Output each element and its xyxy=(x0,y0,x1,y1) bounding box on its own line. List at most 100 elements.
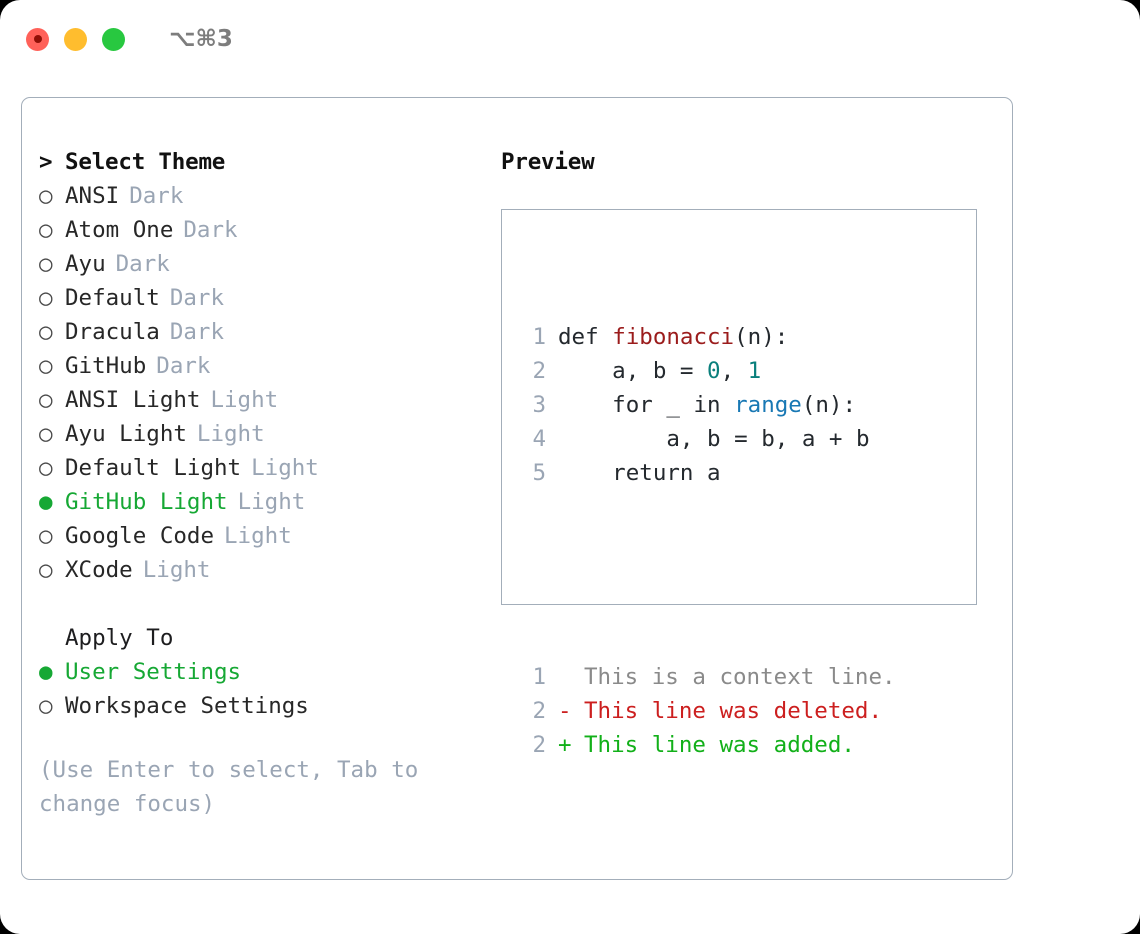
diff-line-text: This is a context line. xyxy=(584,664,896,690)
code-line: 1 def fibonacci(n): xyxy=(516,320,896,354)
code-line-content: a, b = 0, 1 xyxy=(558,354,761,388)
line-number: 2 xyxy=(532,358,546,384)
theme-name-label: Default xyxy=(65,285,160,311)
theme-variant-label: Light xyxy=(224,523,292,549)
theme-list-item[interactable]: ○ Dracula Dark xyxy=(39,319,499,353)
code-token-pl: _ xyxy=(666,392,694,418)
theme-name-label: Dracula xyxy=(65,319,160,345)
code-token-pl: , xyxy=(720,358,748,384)
radio-unselected-icon: ○ xyxy=(39,693,53,719)
radio-unselected-icon: ○ xyxy=(39,353,53,379)
select-theme-header: > Select Theme xyxy=(39,149,499,183)
keyboard-shortcut-label: ⌥⌘3 xyxy=(169,26,233,52)
radio-unselected-icon: ○ xyxy=(39,523,53,549)
theme-name-label: Google Code xyxy=(65,523,215,549)
code-token-num: 0 xyxy=(707,358,721,384)
code-line: 5 return a xyxy=(516,456,896,490)
theme-variant-label: Light xyxy=(210,387,279,413)
apply-to-header: Apply To xyxy=(39,625,499,659)
code-line: 4 a, b = b, a + b xyxy=(516,422,896,456)
apply-to-item[interactable]: ● User Settings xyxy=(39,659,499,693)
radio-unselected-icon: ○ xyxy=(39,421,53,447)
close-button-icon[interactable] xyxy=(26,27,49,51)
theme-variant-label: Dark xyxy=(156,353,211,379)
code-line-content: a, b = b, a + b xyxy=(558,422,870,456)
line-number: 4 xyxy=(532,426,546,452)
minimize-button-icon[interactable] xyxy=(64,27,87,51)
theme-variant-label: Light xyxy=(251,455,319,481)
apply-to-list: ● User Settings ○ Workspace Settings xyxy=(39,659,499,727)
theme-list-item[interactable]: ○ Default Light Light xyxy=(39,455,499,489)
theme-list-item[interactable]: ○ Atom One Dark xyxy=(39,217,499,251)
traffic-lights xyxy=(26,27,125,51)
theme-name-label: ANSI Light xyxy=(65,387,201,413)
diff-block: 1 This is a context line.2-This line was… xyxy=(516,660,896,762)
code-line: 2 a, b = 0, 1 xyxy=(516,354,896,388)
code-token-fn: fibonacci xyxy=(612,324,735,350)
diff-line-text: This line was added. xyxy=(584,732,855,758)
radio-unselected-icon: ○ xyxy=(39,217,53,243)
theme-list-item[interactable]: ○ GitHub Dark xyxy=(39,353,499,387)
radio-unselected-icon: ○ xyxy=(39,285,53,311)
theme-variant-label: Dark xyxy=(169,319,225,345)
apply-to-label: Workspace Settings xyxy=(65,693,309,719)
line-number: 5 xyxy=(532,460,546,486)
code-token-kw: def xyxy=(558,324,613,350)
code-token-pl: a, b = b, a + b xyxy=(558,426,870,452)
code-token-pl: a, b = xyxy=(558,358,708,384)
apply-to-indent xyxy=(39,627,65,650)
apply-to-title: Apply To xyxy=(65,625,174,651)
radio-unselected-icon: ○ xyxy=(39,387,53,413)
theme-variant-label: Dark xyxy=(115,251,170,277)
theme-name-label: Ayu Light xyxy=(65,421,187,447)
diff-line: 1 This is a context line. xyxy=(516,660,896,694)
code-diff-separator xyxy=(516,558,896,592)
line-number: 1 xyxy=(532,324,546,350)
line-number: 1 xyxy=(532,664,546,690)
radio-unselected-icon: ○ xyxy=(39,319,53,345)
code-token-kw: in xyxy=(693,392,735,418)
apply-to-label: User Settings xyxy=(65,659,242,685)
radio-selected-icon: ● xyxy=(39,659,53,685)
theme-name-label: GitHub xyxy=(65,353,147,379)
radio-unselected-icon: ○ xyxy=(39,251,53,277)
theme-list-item[interactable]: ○ ANSI Light Light xyxy=(39,387,499,421)
code-line: 3 for _ in range(n): xyxy=(516,388,896,422)
code-token-pl: (n): xyxy=(734,324,789,350)
theme-variant-label: Dark xyxy=(183,217,238,243)
theme-name-label: Default Light xyxy=(65,455,242,481)
diff-marker-add: + xyxy=(558,732,572,758)
keyboard-hint-text: (Use Enter to select, Tab to change focu… xyxy=(39,757,432,817)
theme-list-item[interactable]: ○ Ayu Dark xyxy=(39,251,499,285)
select-theme-title: Select Theme xyxy=(65,149,226,175)
theme-name-label: Ayu xyxy=(65,251,106,277)
radio-selected-icon: ● xyxy=(39,489,53,515)
code-token-pl: (n): xyxy=(801,392,857,418)
theme-name-label: Atom One xyxy=(65,217,174,243)
radio-unselected-icon: ○ xyxy=(39,455,53,481)
radio-unselected-icon: ○ xyxy=(39,557,53,583)
code-token-kw: return xyxy=(558,460,708,486)
apply-to-item[interactable]: ○ Workspace Settings xyxy=(39,693,499,727)
radio-unselected-icon: ○ xyxy=(39,183,53,209)
title-bar: ⌥⌘3 xyxy=(0,0,1140,78)
code-line-content: for _ in range(n): xyxy=(558,388,856,422)
maximize-button-icon[interactable] xyxy=(102,27,125,51)
line-number: 3 xyxy=(532,392,546,418)
diff-marker-ctx xyxy=(558,660,584,694)
theme-list-item[interactable]: ○ Google Code Light xyxy=(39,523,499,557)
code-token-bi: range xyxy=(734,392,802,418)
diff-marker-del: - xyxy=(558,698,572,724)
diff-line: 2-This line was deleted. xyxy=(516,694,896,728)
